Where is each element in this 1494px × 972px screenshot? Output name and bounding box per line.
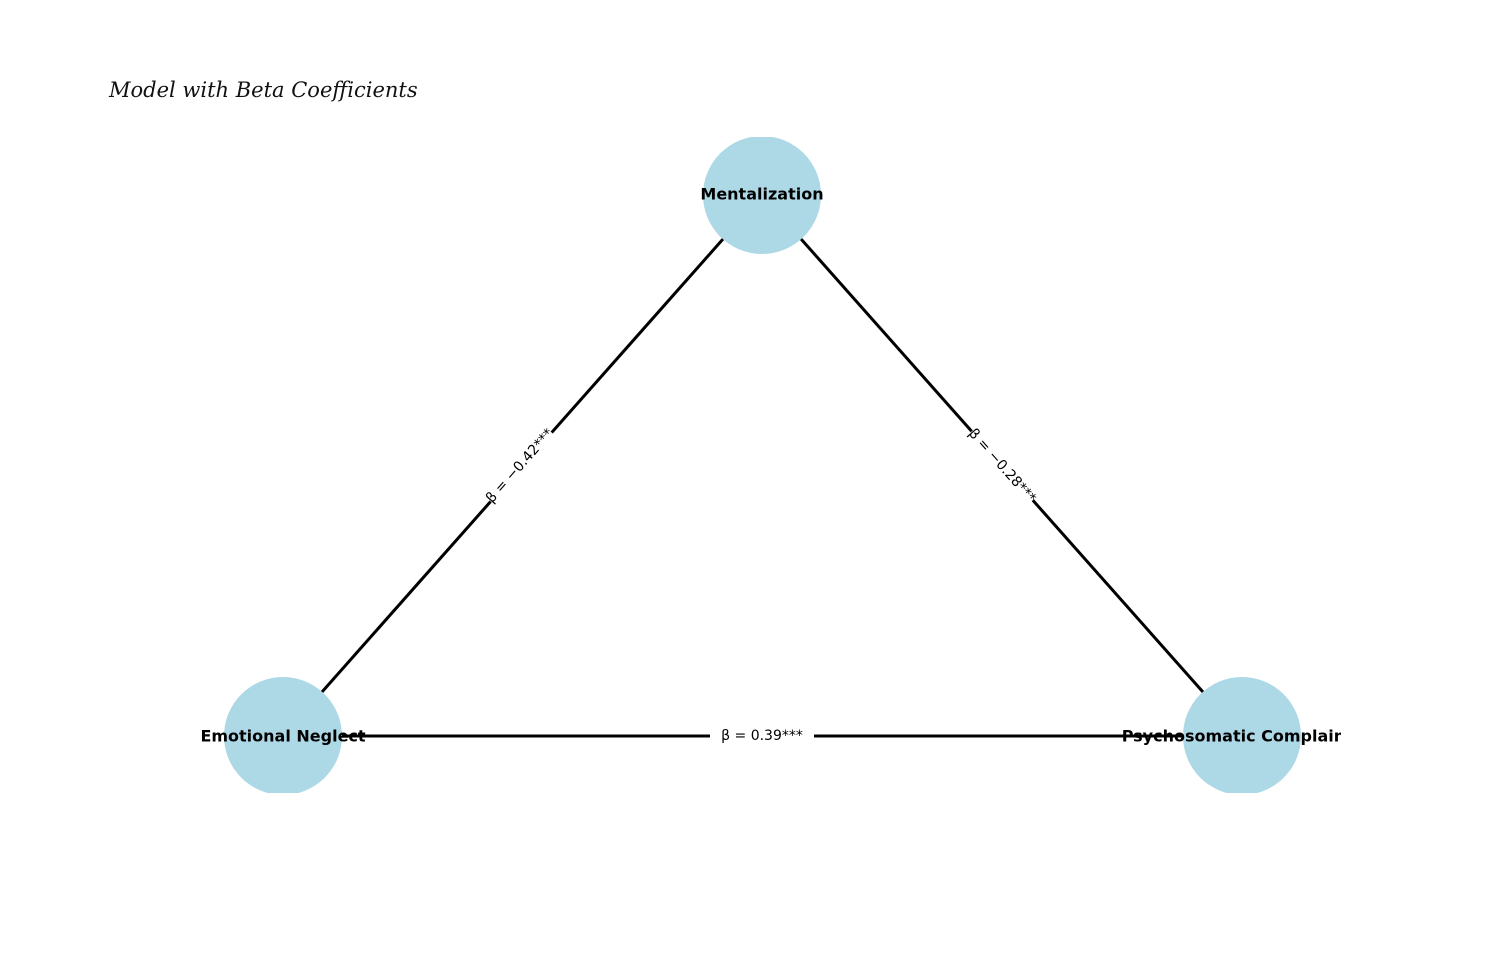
node-mentalization: [703, 137, 821, 254]
diagram-title: Model with Beta Coefficients: [109, 78, 418, 102]
node-label-psychosomatic: Psychosomatic Complaints: [1122, 727, 1363, 746]
node-label-mentalization: Mentalization: [700, 185, 823, 204]
node-emotional-neglect: [224, 677, 342, 793]
node-psychosomatic: [1183, 677, 1301, 793]
node-label-emotional-neglect: Emotional Neglect: [200, 727, 365, 746]
edge-label-neglect-psychosomatic: β = 0.39***: [721, 728, 803, 744]
edge-label-neglect-mentalization: β = −0.42***: [483, 426, 557, 507]
edge-label-mentalization-psychosomatic: β = −0.28***: [965, 426, 1039, 507]
